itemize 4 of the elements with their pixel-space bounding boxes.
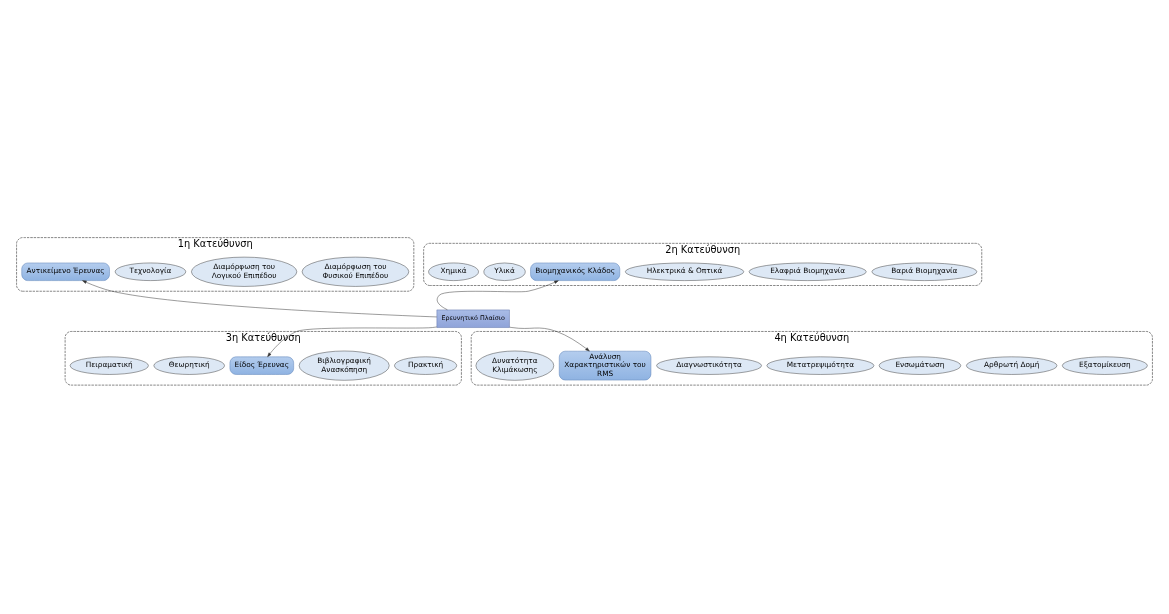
arrow: [82, 279, 438, 317]
arrow: [267, 326, 438, 357]
arrow: [509, 326, 590, 351]
arrow: [436, 279, 559, 310]
